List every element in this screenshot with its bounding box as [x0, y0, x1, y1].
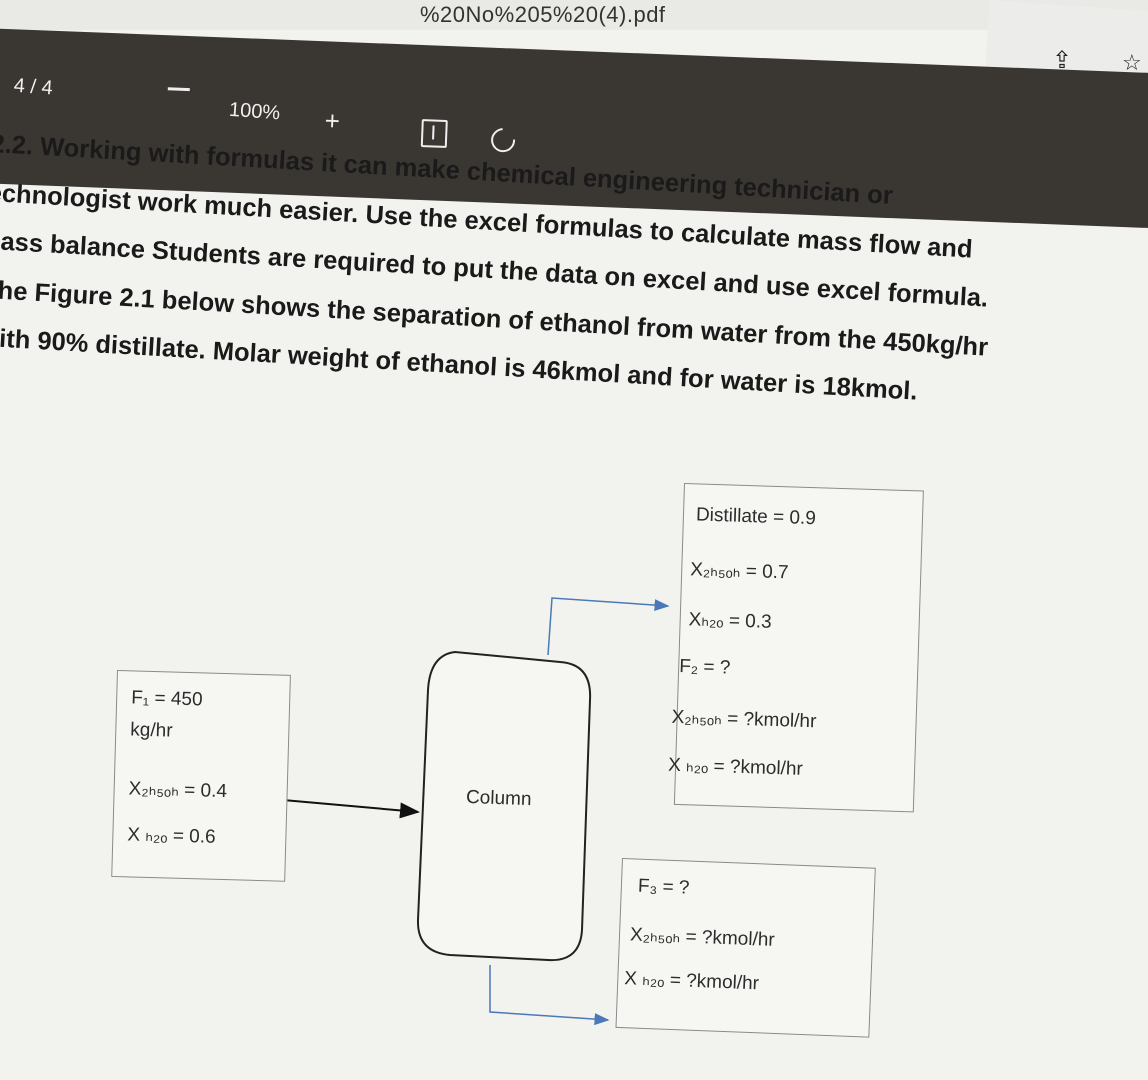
bottoms-box: F₃ = ? X₂ₕ₅ₒₕ = ?kmol/hr X ₕ₂ₒ = ?kmol/h… [615, 858, 876, 1038]
feed-x-ethanol: X₂ₕ₅ₒₕ = 0.4 [128, 778, 228, 803]
column-vessel [416, 650, 592, 962]
distillate-x-ethanol: X₂ₕ₅ₒₕ = 0.7 [689, 559, 789, 584]
distillate-x-ethanol-q: X₂ₕ₅ₒₕ = ?kmol/hr [671, 706, 817, 733]
feed-arrow [282, 799, 420, 819]
file-name: %20No%205%20(4).pdf [420, 2, 666, 27]
title-strip: %20No%205%20(4).pdf [0, 0, 1148, 30]
bottoms-x-water-q: X ₕ₂ₒ = ?kmol/hr [623, 968, 760, 995]
distillate-arrow [547, 597, 670, 656]
bottoms-f3: F₃ = ? [637, 875, 690, 899]
feed-x-water: X ₕ₂ₒ = 0.6 [127, 824, 216, 848]
share-icon[interactable]: ⇪ [1052, 47, 1073, 74]
distillate-x-water: Xₕ₂ₒ = 0.3 [688, 609, 772, 633]
feed-box: F₁ = 450 kg/hr X₂ₕ₅ₒₕ = 0.4 X ₕ₂ₒ = 0.6 [111, 670, 291, 882]
favorite-star-icon[interactable]: ☆ [1122, 50, 1142, 75]
distillate-x-water-q: X ₕ₂ₒ = ?kmol/hr [667, 754, 804, 780]
distillate-f2: F₂ = ? [678, 655, 731, 679]
bottoms-arrow [489, 965, 610, 1026]
bottoms-x-ethanol-q: X₂ₕ₅ₒₕ = ?kmol/hr [629, 924, 776, 951]
feed-f1: F₁ = 450 [130, 687, 203, 711]
distillate-fraction: Distillate = 0.9 [695, 504, 817, 530]
distillate-box: Distillate = 0.9 X₂ₕ₅ₒₕ = 0.7 Xₕ₂ₒ = 0.3… [668, 483, 924, 813]
column-label: Column [465, 786, 532, 811]
feed-units: kg/hr [130, 719, 173, 742]
